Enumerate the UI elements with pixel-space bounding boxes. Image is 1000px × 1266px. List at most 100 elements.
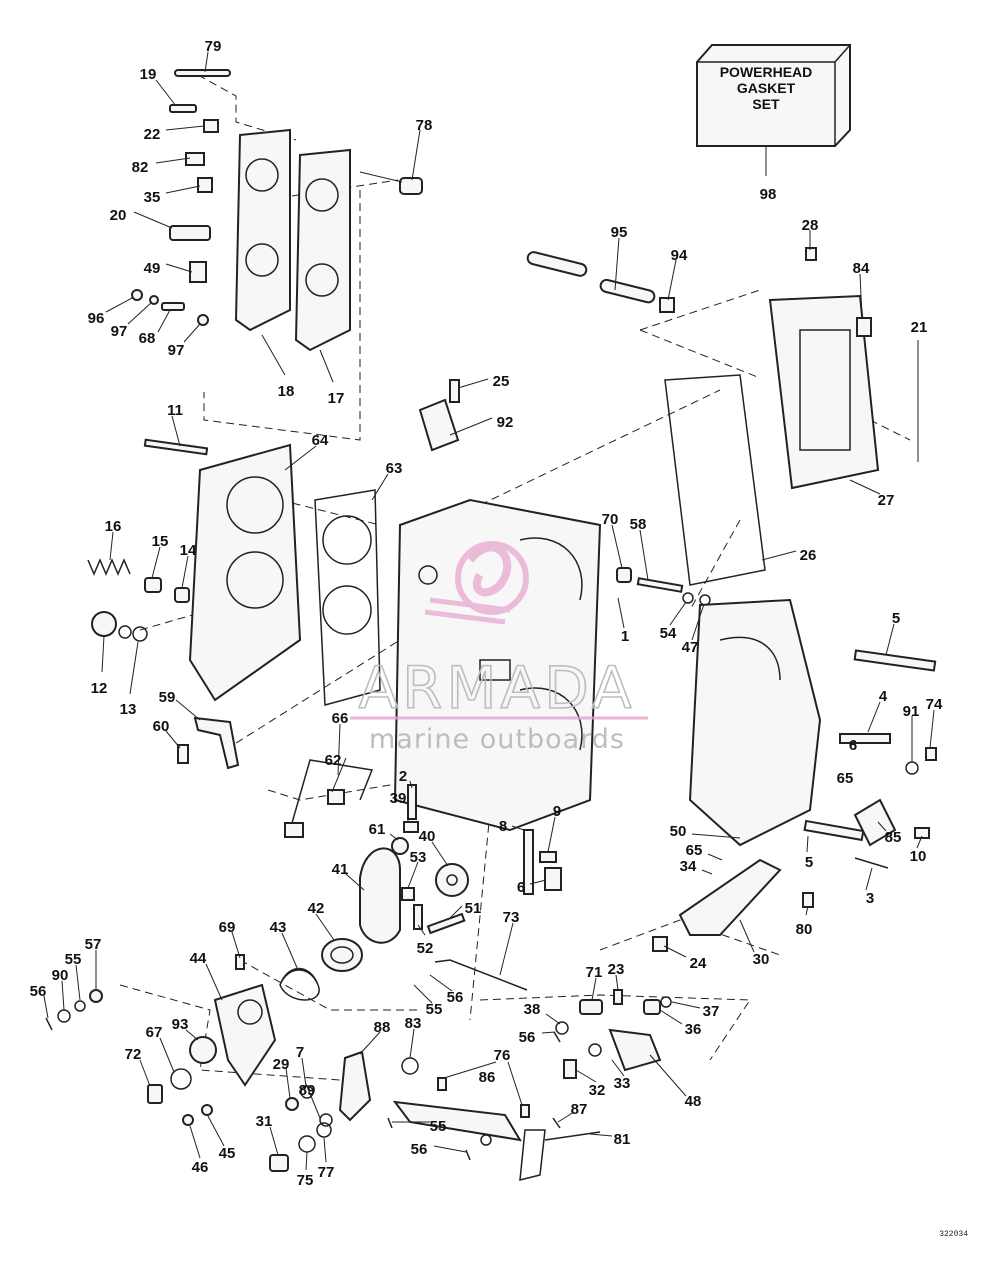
callout-56: 56 xyxy=(519,1029,536,1046)
callout-93: 93 xyxy=(172,1016,189,1033)
callout-46: 46 xyxy=(192,1159,209,1176)
callout-63: 63 xyxy=(386,460,403,477)
callout-35: 35 xyxy=(144,189,161,206)
callout-88: 88 xyxy=(374,1019,391,1036)
callout-49: 49 xyxy=(144,260,161,277)
callout-31: 31 xyxy=(256,1113,273,1130)
callout-51: 51 xyxy=(465,900,482,917)
callout-9: 9 xyxy=(553,803,561,820)
box-callout: 98 xyxy=(760,186,777,203)
callout-59: 59 xyxy=(159,689,176,706)
callout-24: 24 xyxy=(690,955,707,972)
callout-16: 16 xyxy=(105,518,122,535)
callout-27: 27 xyxy=(878,492,895,509)
callout-74: 74 xyxy=(926,696,943,713)
callout-65: 65 xyxy=(837,770,854,787)
callout-70: 70 xyxy=(602,511,619,528)
callout-30: 30 xyxy=(753,951,770,968)
watermark: ARMADA marine outboards xyxy=(350,541,648,755)
callout-34: 34 xyxy=(680,858,697,875)
callout-33: 33 xyxy=(614,1075,631,1092)
watermark-tagline: marine outboards xyxy=(369,724,625,755)
callout-11: 11 xyxy=(167,402,183,419)
callout-19: 19 xyxy=(140,66,157,83)
callout-96: 96 xyxy=(88,310,105,327)
callout-5: 5 xyxy=(805,854,813,871)
callout-69: 69 xyxy=(219,919,236,936)
callout-15: 15 xyxy=(152,533,169,550)
callout-66: 66 xyxy=(332,710,349,727)
callout-37: 37 xyxy=(703,1003,720,1020)
callout-87: 87 xyxy=(571,1101,588,1118)
callout-72: 72 xyxy=(125,1046,142,1063)
document-number: 322034 xyxy=(939,1230,968,1239)
callout-leaders xyxy=(43,51,935,1171)
callout-21: 21 xyxy=(911,319,928,336)
callout-52: 52 xyxy=(417,940,434,957)
callout-78: 78 xyxy=(416,117,433,134)
callout-3: 3 xyxy=(866,890,874,907)
part-drawings xyxy=(45,69,937,1181)
callout-32: 32 xyxy=(589,1082,606,1099)
callout-80: 80 xyxy=(796,921,813,938)
callout-90: 90 xyxy=(52,967,69,984)
callout-56: 56 xyxy=(411,1141,428,1158)
box-label-line-1: POWERHEAD xyxy=(720,64,813,80)
callout-64: 64 xyxy=(312,432,329,449)
callout-73: 73 xyxy=(503,909,520,926)
callout-76: 76 xyxy=(494,1047,511,1064)
callout-39: 39 xyxy=(390,790,407,807)
callout-36: 36 xyxy=(685,1021,702,1038)
callout-5: 5 xyxy=(892,610,900,627)
callout-20: 20 xyxy=(110,207,127,224)
callout-1: 1 xyxy=(621,628,629,645)
callout-91: 91 xyxy=(903,703,920,720)
callout-79: 79 xyxy=(205,38,222,55)
callout-83: 83 xyxy=(405,1015,422,1032)
callout-47: 47 xyxy=(682,639,699,656)
callout-57: 57 xyxy=(85,936,102,953)
box-label-line-2: GASKET xyxy=(737,80,796,96)
callout-89: 89 xyxy=(299,1082,316,1099)
callout-6: 6 xyxy=(849,737,857,754)
callout-86: 86 xyxy=(479,1069,496,1086)
callout-50: 50 xyxy=(670,823,687,840)
callout-42: 42 xyxy=(308,900,325,917)
callout-65: 65 xyxy=(686,842,703,859)
callout-85: 85 xyxy=(885,829,902,846)
callout-61: 61 xyxy=(369,821,386,838)
callout-43: 43 xyxy=(270,919,287,936)
callout-2: 2 xyxy=(399,768,407,785)
callout-13: 13 xyxy=(120,701,137,718)
callout-4: 4 xyxy=(879,688,888,705)
callout-23: 23 xyxy=(608,961,625,978)
callout-55: 55 xyxy=(430,1118,447,1135)
callout-95: 95 xyxy=(611,224,628,241)
callout-18: 18 xyxy=(278,383,295,400)
callout-29: 29 xyxy=(273,1056,290,1073)
callout-56: 56 xyxy=(30,983,47,1000)
gasket-set-box: POWERHEAD GASKET SET 98 xyxy=(696,44,851,203)
callout-75: 75 xyxy=(297,1172,314,1189)
callout-40: 40 xyxy=(419,828,436,845)
box-label-line-3: SET xyxy=(752,96,780,112)
callout-6: 6 xyxy=(517,879,525,896)
callout-92: 92 xyxy=(497,414,514,431)
callout-7: 7 xyxy=(296,1044,304,1061)
watermark-brand: ARMADA xyxy=(358,654,635,722)
callout-44: 44 xyxy=(190,950,207,967)
callout-84: 84 xyxy=(853,260,870,277)
callout-48: 48 xyxy=(685,1093,702,1110)
callout-97: 97 xyxy=(168,342,185,359)
callout-26: 26 xyxy=(800,547,817,564)
callout-12: 12 xyxy=(91,680,108,697)
callout-28: 28 xyxy=(802,217,819,234)
callout-62: 62 xyxy=(325,752,342,769)
watermark-logo-icon xyxy=(424,541,529,625)
callout-54: 54 xyxy=(660,625,677,642)
callout-41: 41 xyxy=(332,861,349,878)
callout-68: 68 xyxy=(139,330,156,347)
callout-38: 38 xyxy=(524,1001,541,1018)
callout-8: 8 xyxy=(499,818,507,835)
